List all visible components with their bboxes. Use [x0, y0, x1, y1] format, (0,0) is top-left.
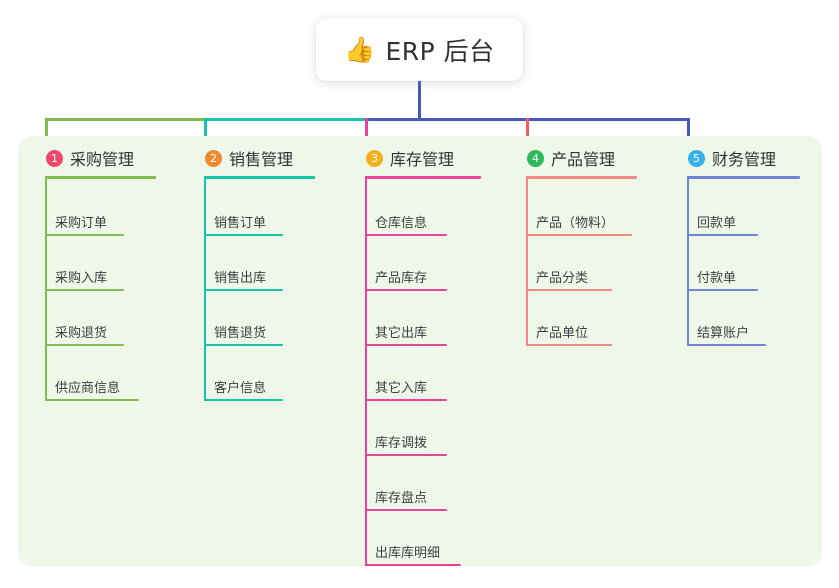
root-node-label: ERP 后台	[385, 36, 495, 66]
leaf-node[interactable]: 付款单	[688, 251, 758, 291]
leaf-node-rule	[527, 344, 612, 346]
leaf-node-label: 仓库信息	[375, 216, 428, 231]
leaf-node-label: 销售退货	[214, 326, 267, 341]
leaf-node[interactable]: 销售订单	[205, 196, 283, 236]
root-node-erp-backend[interactable]: 👍 ERP 后台	[316, 18, 523, 81]
leaf-node[interactable]: 采购入库	[46, 251, 124, 291]
column-rule-3	[366, 176, 481, 179]
drop-line-2	[203, 118, 207, 144]
bar-segment-2	[203, 118, 368, 121]
leaf-node[interactable]: 出库库明细	[366, 526, 461, 566]
column-header-3[interactable]: 3 库存管理	[366, 146, 454, 170]
leaf-node-label: 产品单位	[536, 326, 589, 341]
column-rule-1	[46, 176, 156, 179]
column-title-2: 销售管理	[229, 150, 294, 169]
leaf-node-rule	[46, 234, 124, 236]
column-spine-2	[204, 176, 206, 401]
leaf-node-label: 采购退货	[55, 326, 108, 341]
leaf-node[interactable]: 仓库信息	[366, 196, 447, 236]
leaf-node-rule	[46, 399, 139, 401]
leaf-node[interactable]: 结算账户	[688, 306, 766, 346]
leaf-node-label: 其它入库	[375, 381, 428, 396]
leaf-node-label: 产品库存	[375, 271, 428, 286]
column-header-1[interactable]: 1 采购管理	[46, 146, 134, 170]
column-badge-1: 1	[46, 149, 63, 167]
drop-line-5	[686, 118, 690, 144]
leaf-node-rule	[366, 509, 447, 511]
leaf-node-label: 销售出库	[214, 271, 267, 286]
column-title-3: 库存管理	[390, 150, 455, 169]
leaf-node[interactable]: 销售出库	[205, 251, 283, 291]
leaf-node-rule	[366, 344, 447, 346]
leaf-node[interactable]: 采购退货	[46, 306, 124, 346]
leaf-node[interactable]: 产品分类	[527, 251, 612, 291]
leaf-node-rule	[46, 344, 124, 346]
leaf-node-label: 库存盘点	[375, 491, 428, 506]
leaf-node[interactable]: 客户信息	[205, 361, 283, 401]
leaf-node-rule	[366, 289, 447, 291]
column-rule-5	[688, 176, 800, 179]
column-header-2[interactable]: 2 销售管理	[205, 146, 293, 170]
column-header-4[interactable]: 4 产品管理	[527, 146, 615, 170]
leaf-node-rule	[46, 289, 124, 291]
leaf-node-label: 产品（物料）	[536, 216, 615, 231]
column-spine-3	[365, 176, 367, 566]
leaf-node-rule	[205, 344, 283, 346]
leaf-node-label: 采购订单	[55, 216, 108, 231]
column-rule-2	[205, 176, 315, 179]
leaf-node-label: 销售订单	[214, 216, 267, 231]
leaf-node-label: 库存调拨	[375, 436, 428, 451]
leaf-node[interactable]: 其它入库	[366, 361, 447, 401]
leaf-node[interactable]: 库存盘点	[366, 471, 447, 511]
leaf-node-rule	[366, 564, 461, 566]
column-spine-5	[687, 176, 689, 346]
leaf-node-rule	[688, 344, 766, 346]
column-title-5: 财务管理	[712, 150, 777, 169]
leaf-node[interactable]: 其它出库	[366, 306, 447, 346]
leaf-node[interactable]: 产品（物料）	[527, 196, 632, 236]
column-header-5[interactable]: 5 财务管理	[688, 146, 776, 170]
column-title-1: 采购管理	[70, 150, 135, 169]
leaf-node-label: 供应商信息	[55, 381, 121, 396]
leaf-node[interactable]: 产品库存	[366, 251, 447, 291]
leaf-node[interactable]: 采购订单	[46, 196, 124, 236]
leaf-node-rule	[205, 399, 283, 401]
leaf-node-rule	[366, 234, 447, 236]
leaf-node-rule	[688, 289, 758, 291]
column-title-4: 产品管理	[551, 150, 616, 169]
leaf-node-label: 客户信息	[214, 381, 267, 396]
leaf-node-rule	[527, 234, 632, 236]
column-badge-4: 4	[527, 149, 544, 167]
column-badge-5: 5	[688, 149, 705, 167]
leaf-node[interactable]: 回款单	[688, 196, 758, 236]
trunk-line	[417, 81, 421, 121]
drop-line-4	[525, 118, 529, 144]
leaf-node-rule	[366, 454, 447, 456]
leaf-node[interactable]: 供应商信息	[46, 361, 139, 401]
leaf-node-label: 采购入库	[55, 271, 108, 286]
leaf-node-label: 结算账户	[697, 326, 750, 341]
column-spine-4	[526, 176, 528, 346]
leaf-node-rule	[205, 289, 283, 291]
thumbs-up-icon: 👍	[344, 35, 376, 64]
leaf-node[interactable]: 产品单位	[527, 306, 612, 346]
leaf-node-label: 出库库明细	[375, 546, 441, 561]
leaf-node-rule	[366, 399, 447, 401]
leaf-node[interactable]: 销售退货	[205, 306, 283, 346]
leaf-node-rule	[688, 234, 758, 236]
bar-segment-1	[44, 118, 207, 121]
leaf-node-label: 回款单	[697, 216, 737, 231]
leaf-node-label: 产品分类	[536, 271, 589, 286]
column-badge-3: 3	[366, 149, 383, 167]
leaf-node-rule	[527, 289, 612, 291]
leaf-node-label: 付款单	[697, 271, 737, 286]
column-rule-4	[527, 176, 637, 179]
leaf-node[interactable]: 库存调拨	[366, 416, 447, 456]
column-spine-1	[45, 176, 47, 401]
drop-line-1	[44, 118, 48, 144]
leaf-node-rule	[205, 234, 283, 236]
drop-line-3	[364, 118, 368, 144]
column-badge-2: 2	[205, 149, 222, 167]
leaf-node-label: 其它出库	[375, 326, 428, 341]
